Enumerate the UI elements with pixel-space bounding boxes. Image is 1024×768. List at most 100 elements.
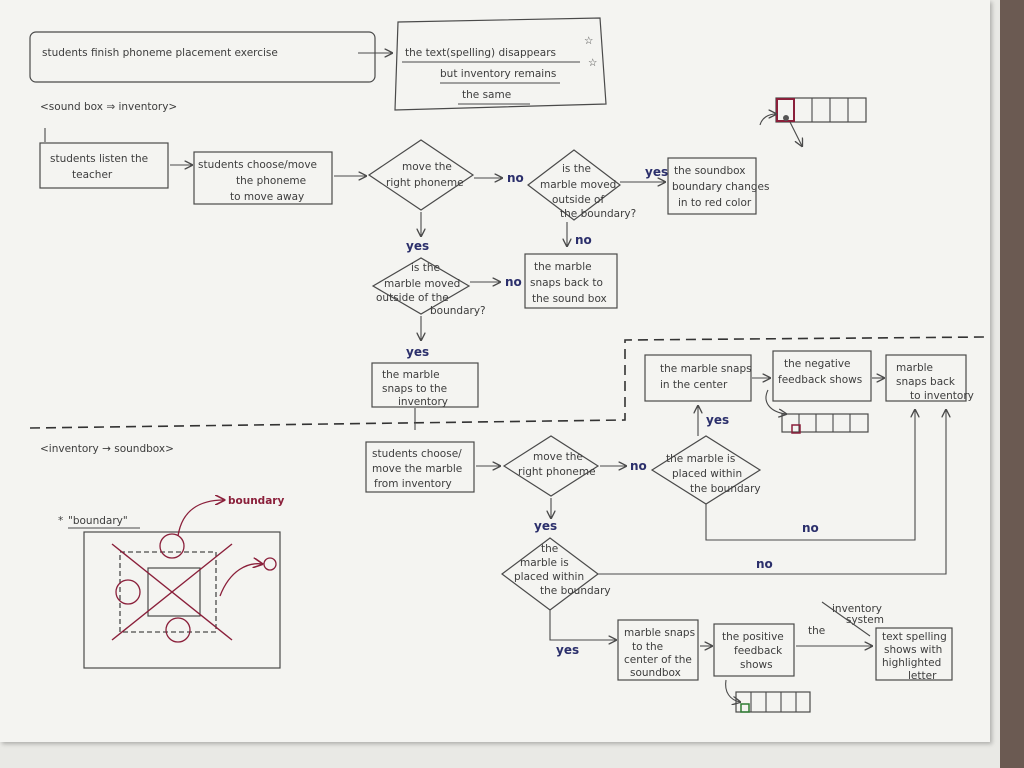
label-yes: yes [706,413,729,427]
diamond-placed-within-2-line2: marble is [520,557,569,569]
box-red-boundary-line1: the soundbox [674,165,745,177]
boundary-label: "boundary" [68,515,128,527]
box-snaps-back-inventory-line3: to inventory [910,390,974,402]
box-listen-teacher-line2: teacher [72,169,113,181]
box-snaps-center-soundbox-line2: to the [632,641,663,653]
section-divider [29,336,986,429]
box-listen-teacher [39,142,169,189]
box-negative-feedback-line2: feedback shows [778,374,862,386]
box-positive-feedback-line3: shows [740,659,773,671]
box-snaps-center-line2: in the center [660,379,728,391]
box-snaps-back-inventory-line1: marble [896,362,933,374]
diamond-right-phoneme-line2: right phoneme [386,177,464,189]
label-no: no [507,171,524,185]
box-snaps-back-line1: the marble [534,261,592,273]
box-snaps-inventory [371,362,479,408]
struck-line1: the [808,625,825,637]
box-choose-phoneme-line3: to move away [230,191,304,203]
label-no: no [575,233,592,247]
banner-right-line2: but inventory remains [440,68,556,80]
box-text-spelling-line2: shows with [884,644,942,656]
diamond-moved-outside-2-line2: marble moved [384,278,460,290]
label-no: no [505,275,522,289]
label-no: no [630,459,647,473]
box-positive-feedback-line1: the positive [722,631,784,643]
box-choose-phoneme-line2: the phoneme [236,175,306,187]
banner-right-line1: the text(spelling) disappears [405,47,556,59]
box-listen-teacher-line1: students listen the [50,153,148,165]
top-flow: students listen the teacher students cho… [39,97,867,408]
box-snaps-back-line3: the sound box [532,293,607,305]
box-text-spelling-line4: letter [908,670,937,682]
box-choose-marble-line1: students choose/ [372,448,462,460]
box-snaps-inventory-line2: snaps to the [382,383,447,395]
diamond-placed-within-line1: the marble is [666,453,735,465]
box-choose-marble-line2: move the marble [372,463,462,475]
diamond-moved-outside-2-line3: outside of the [376,292,449,304]
flowchart-sketch: students finish phoneme placement exerci… [29,17,986,713]
diamond-placed-within-line3: the boundary [690,483,761,495]
diamond-moved-outside-line1: is the [562,163,591,175]
star-icon: ☆ [584,35,593,47]
paper-sheet [0,0,990,742]
boundary-sketch: * "boundary" boundary [58,495,284,669]
box-snaps-center-soundbox [617,619,699,681]
inventory-grid-icon [765,389,869,434]
box-snaps-inventory-line1: the marble [382,369,440,381]
box-snaps-center-soundbox-line1: marble snaps [624,627,695,639]
boundary-marker: * [58,515,63,527]
soundbox-outer [83,531,281,669]
box-snaps-back-soundbox [524,253,618,309]
diamond-moved-outside-line4: the boundary? [560,208,636,220]
label-yes: yes [556,643,579,657]
soundbox-center [147,567,201,617]
diamond-moved-outside-2-line4: boundary? [430,305,486,317]
struck-line2: inventory [832,603,882,615]
inventory-grid-icon [725,679,811,713]
struck-line3: system [846,614,884,626]
diamond-placed-within-2-line1: the [541,543,558,555]
box-snaps-center [644,354,752,402]
diamond-moved-outside-2-line1: is the [411,262,440,274]
diamond-placed-within [650,435,762,505]
label-yes: yes [645,165,668,179]
soundbox-boundary-dashed [119,551,217,633]
box-choose-marble-line3: from inventory [374,478,452,490]
box-positive-feedback-line2: feedback [734,645,783,657]
label-yes: yes [534,519,557,533]
diamond-right-phoneme-2-line1: move the [533,451,583,463]
box-snaps-center-soundbox-line4: soundbox [630,667,681,679]
box-snaps-inventory-line3: inventory [398,396,448,408]
section-heading-bottom: <inventory → soundbox> [40,443,174,455]
diamond-right-phoneme-2-line2: right phoneme [518,466,596,478]
box-choose-phoneme [193,151,333,205]
box-choose-phoneme-line1: students choose/move [198,159,317,171]
box-snaps-center-soundbox-line3: center of the [624,654,692,666]
boundary-annotation: boundary [228,495,284,507]
section-heading-top: <sound box ⇒ inventory> [40,101,177,113]
diamond-right-phoneme-2 [502,435,600,497]
label-no: no [756,557,773,571]
box-negative-feedback-line1: the negative [784,358,851,370]
box-positive-feedback [713,623,795,677]
box-snaps-back-inventory-line2: snaps back [896,376,956,388]
star-icon: ☆ [588,57,597,69]
box-red-boundary-line3: in to red color [678,197,752,209]
diamond-placed-within-2-line4: the boundary [540,585,611,597]
banner-right-line3: the same [462,89,511,101]
box-snaps-center-line1: the marble snaps [660,363,752,375]
box-snaps-back-inventory [885,354,967,402]
diamond-moved-outside [527,149,621,221]
diamond-right-phoneme [367,139,475,211]
struck-out-note: the inventory system [796,601,884,646]
box-choose-marble [365,441,475,493]
diamond-right-phoneme-line1: move the [402,161,452,173]
box-negative-feedback [772,350,872,402]
diamond-placed-within-line2: placed within [672,468,742,480]
title-banner: students finish phoneme placement exerci… [29,17,607,111]
diamond-moved-outside-2 [371,257,471,315]
label-yes: yes [406,239,429,253]
diamond-moved-outside-line3: outside of [552,194,604,206]
diamond-placed-within-2-line3: placed within [514,571,584,583]
bottom-flow: students choose/ move the marble from in… [365,350,974,713]
